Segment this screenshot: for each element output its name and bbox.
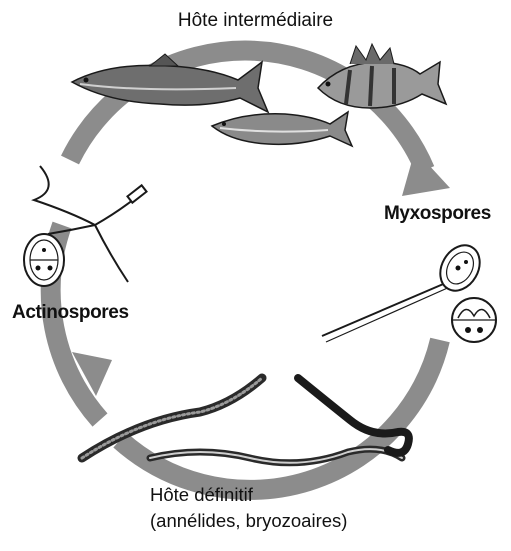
definitive-host-line2: (annélides, bryozoaires) xyxy=(150,508,347,534)
actinospore-capsule-icon xyxy=(24,234,64,286)
myxospore-capsule-icon xyxy=(452,298,496,342)
actinospores-label: Actinospores xyxy=(12,302,129,324)
perch-icon xyxy=(318,44,446,108)
definitive-host-line1: Hôte définitif xyxy=(150,482,347,508)
definitive-host-label: Hôte définitif (annélides, bryozoaires) xyxy=(150,482,347,534)
myxospores-label: Myxospores xyxy=(384,203,491,225)
intermediate-host-label: Hôte intermédiaire xyxy=(0,10,511,32)
trout-icon xyxy=(212,112,352,146)
